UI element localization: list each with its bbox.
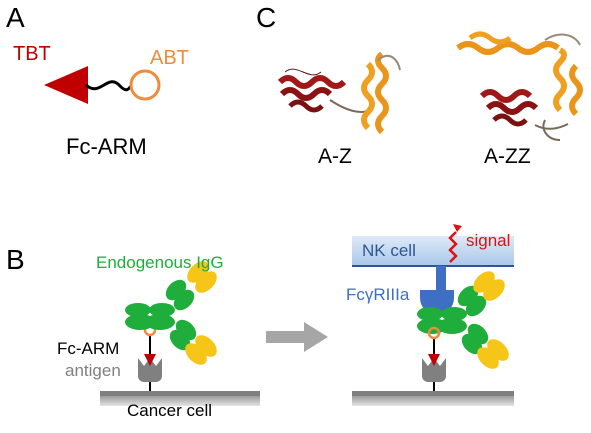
antigen-shape-left [138,358,162,382]
cancer-cell-label: Cancer cell [127,401,213,420]
a-zz-caption: A-ZZ [484,145,531,168]
fc-arm-caption: Fc-ARM [66,134,147,159]
structure-a-zz [456,31,583,141]
fc-receptor-label: FcγRIIIa [346,285,410,304]
signal-label: signal [466,231,511,250]
fc-arm-label: Fc-ARM [57,339,120,358]
transition-arrow [266,322,328,352]
antigen-shape-right [422,358,446,382]
right-cancer-cell [352,326,514,406]
abt-ring [129,69,161,101]
abt-label: ABT [150,47,189,69]
panel-label-b: B [6,244,25,275]
nk-cell-label: NK cell [362,241,416,260]
panel-label-a: A [6,2,25,33]
panel-label-c: C [256,2,277,33]
tbt-triangle [44,66,88,104]
a-z-caption: A-Z [318,145,352,168]
igg-left [125,261,217,365]
igg-label: Endogenous IgG [96,253,224,272]
structure-a-z [277,51,401,135]
fc-arm-schematic [44,66,161,104]
antigen-label: antigen [65,361,121,380]
linker-chain [84,80,133,92]
left-cancer-cell [100,323,260,406]
igg-right [417,271,509,369]
nk-cell-membrane [352,236,514,267]
tbt-label: TBT [13,43,51,65]
signal-arrow [448,224,462,263]
